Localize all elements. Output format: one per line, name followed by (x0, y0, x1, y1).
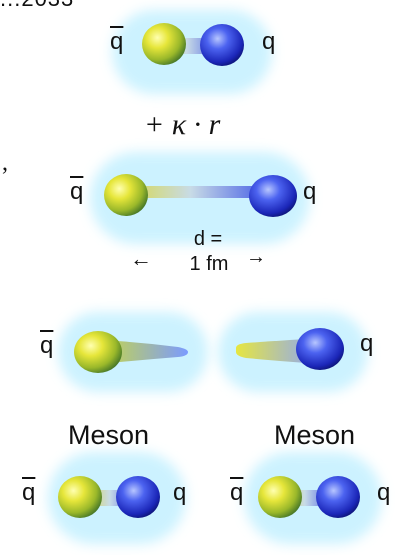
antiquark-ball (104, 174, 148, 216)
meson-title-right: Meson (274, 420, 356, 450)
antiquark-label: q (40, 332, 54, 359)
arrow-right: → (246, 246, 266, 268)
antiquark-ball (74, 331, 122, 373)
quark-label: q (173, 479, 187, 506)
meson-stretched (104, 174, 297, 217)
antiquark-ball (258, 476, 302, 518)
meson-breaking-left (74, 331, 188, 373)
cropped-header-text: ...2033 (0, 0, 74, 12)
antiquark-label: q (230, 479, 244, 506)
antiquark-label: q (70, 178, 84, 205)
quark-ball (116, 476, 160, 518)
potential-formula: + κ · r (144, 108, 221, 141)
quark-ball (316, 476, 360, 518)
quark-label: q (360, 330, 374, 357)
antiquark-label: q (110, 28, 124, 55)
quark-ball (200, 24, 244, 66)
antiquark-ball (58, 476, 102, 518)
meson-bound-top (142, 23, 244, 66)
meson-breaking-right (236, 328, 344, 370)
antiquark-ball (142, 23, 186, 65)
meson-right (258, 476, 360, 518)
distance-label: d = (193, 228, 223, 250)
quark-ball (296, 328, 344, 370)
flux-tube (124, 186, 272, 198)
quark-label: q (303, 178, 317, 205)
side-mark: , (2, 150, 8, 176)
flux-tube-fragment (100, 340, 188, 364)
quark-label: q (262, 28, 276, 55)
meson-title-left: Meson (68, 420, 150, 450)
quark-label: q (377, 479, 391, 506)
quark-ball (249, 175, 297, 217)
distance-value: 1 fm (189, 253, 229, 275)
arrow-left: ← (130, 246, 152, 271)
antiquark-label: q (22, 479, 36, 506)
meson-left (58, 476, 160, 518)
